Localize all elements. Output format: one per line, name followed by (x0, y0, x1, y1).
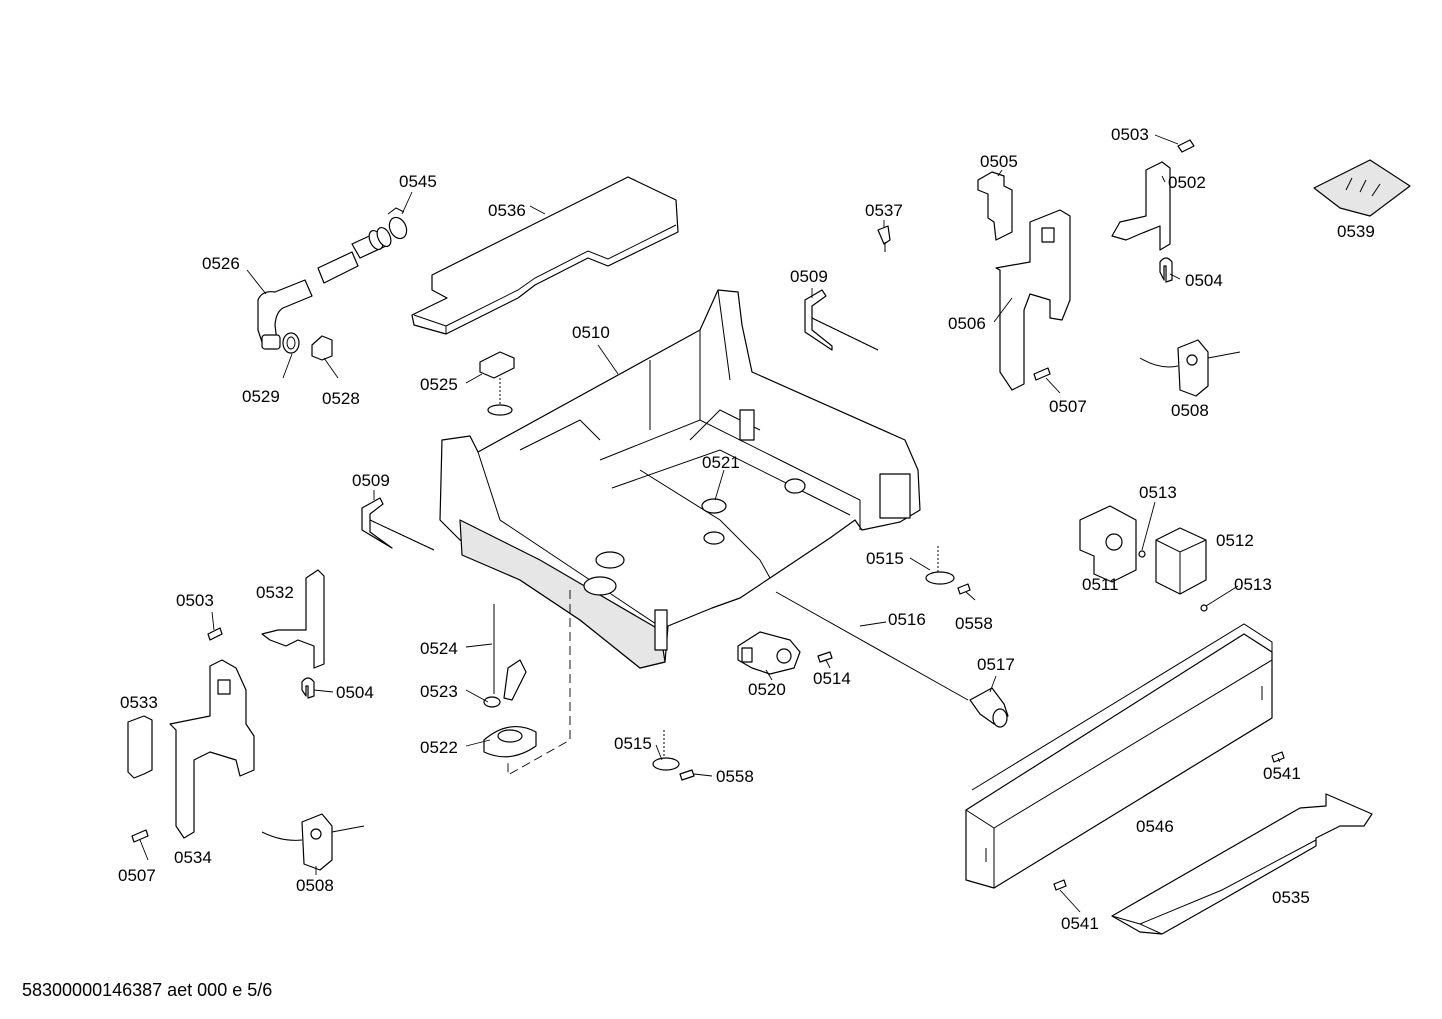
float-switch-0523 (483, 659, 527, 708)
part-label-0536: 0536 (488, 201, 526, 220)
part-label-0537: 0537 (865, 201, 903, 220)
hinge-bracket-0532 (261, 569, 325, 669)
part-label-0515: 0515 (614, 734, 652, 753)
screw-0541-b (1053, 879, 1067, 891)
part-label-0539: 0539 (1337, 222, 1375, 241)
leader-lines (139, 134, 1281, 913)
part-label-0523: 0523 (420, 682, 458, 701)
part-label-0508: 0508 (296, 876, 334, 895)
part-label-0558: 0558 (955, 614, 993, 633)
screw-0503-left (207, 627, 223, 641)
drain-hose-0526 (257, 226, 392, 350)
bracket-0506 (995, 209, 1071, 391)
part-label-0503: 0503 (1111, 125, 1149, 144)
part-label-0504: 0504 (1185, 271, 1223, 290)
part-label-0502: 0502 (1168, 173, 1206, 192)
part-label-0508: 0508 (1171, 401, 1209, 420)
part-label-0505: 0505 (980, 152, 1018, 171)
part-label-0514: 0514 (813, 669, 851, 688)
adjustable-foot-0525 (479, 351, 515, 416)
part-label-0529: 0529 (242, 387, 280, 406)
clip-0504-top (1159, 257, 1173, 283)
part-label-0532: 0532 (256, 583, 294, 602)
hinge-bracket-0502 (1111, 161, 1171, 251)
document-id-footer: 58300000146387 aet 000 e 5/6 (22, 980, 273, 1000)
part-label-0509: 0509 (790, 267, 828, 286)
rod-0516 (775, 591, 969, 701)
hinge-0508-left (261, 813, 365, 871)
clip-0504-left (301, 677, 315, 699)
screw-0507-left (131, 829, 149, 843)
screw-0537 (877, 225, 891, 252)
hinge-0508-top (1139, 339, 1241, 397)
part-label-0526: 0526 (202, 254, 240, 273)
part-label-0521: 0521 (702, 453, 740, 472)
hose-clip-0528 (311, 335, 333, 361)
part-label-0533: 0533 (120, 693, 158, 712)
kick-panel-0546 (965, 623, 1273, 889)
part-label-0507: 0507 (1049, 397, 1087, 416)
part-label-0517: 0517 (977, 655, 1015, 674)
part-label-0541: 0541 (1263, 764, 1301, 783)
bracket-0511 (1079, 505, 1137, 583)
screw-0558-lower (679, 769, 695, 781)
base-tub-0510 (439, 289, 921, 669)
part-label-0511: 0511 (1082, 575, 1119, 594)
part-label-0507: 0507 (118, 866, 156, 885)
part-label-0512: 0512 (1216, 531, 1254, 550)
adjustable-foot-0515-lower (652, 730, 680, 771)
part-label-0503: 0503 (176, 591, 214, 610)
part-label-0516: 0516 (888, 610, 926, 629)
part-label-0558: 0558 (716, 767, 754, 786)
part-label-0535: 0535 (1272, 888, 1310, 907)
part-label-0520: 0520 (748, 680, 786, 699)
spring-0509-upper (804, 289, 879, 351)
screw-0503-top (1177, 139, 1195, 153)
bracket-0533 (127, 715, 153, 779)
screw-0541-a (1271, 751, 1285, 763)
part-label-0541: 0541 (1061, 914, 1099, 933)
part-label-0513: 0513 (1139, 483, 1177, 502)
inlet-valve-0520 (737, 631, 801, 675)
part-label-0524: 0524 (420, 639, 458, 658)
float-0522 (483, 725, 537, 758)
screw-0558-upper (957, 583, 971, 595)
insulation-cover-0536 (411, 176, 679, 335)
bracket-0534 (169, 659, 255, 839)
hose-clamp-0545 (387, 207, 408, 240)
cover-0512 (1155, 527, 1207, 595)
hose-clamp-0529 (282, 332, 300, 354)
screw-0513-b (1200, 604, 1208, 612)
part-label-0513: 0513 (1234, 575, 1272, 594)
part-label-0509: 0509 (352, 471, 390, 490)
part-label-0506: 0506 (948, 314, 986, 333)
screw-0514 (817, 651, 833, 663)
part-label-0534: 0534 (174, 848, 212, 867)
part-label-0504: 0504 (336, 683, 374, 702)
part-labels: 0545 0536 0526 0529 0528 0525 0510 0509 … (118, 125, 1375, 933)
screw-0513-a (1138, 550, 1146, 558)
part-label-0522: 0522 (420, 738, 458, 757)
adjustable-foot-0515-upper (925, 546, 955, 585)
strip-0535 (1111, 793, 1373, 935)
screw-0507-top (1033, 367, 1051, 381)
part-label-0528: 0528 (322, 389, 360, 408)
part-label-0525: 0525 (420, 375, 458, 394)
part-label-0510: 0510 (572, 323, 610, 342)
screw-bag-0539 (1313, 159, 1411, 217)
part-label-0545: 0545 (399, 172, 437, 191)
knob-0517 (969, 687, 1009, 728)
part-label-0546: 0546 (1136, 817, 1174, 836)
spring-0509-lower (361, 497, 435, 551)
part-label-0515: 0515 (866, 549, 904, 568)
bracket-0505 (977, 171, 1013, 241)
